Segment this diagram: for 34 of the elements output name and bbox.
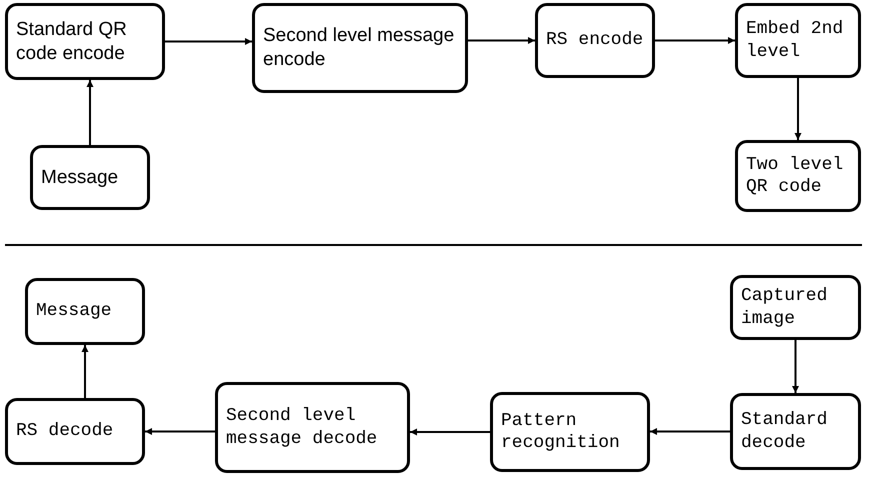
process-box: [735, 3, 861, 78]
arrow: [165, 38, 252, 45]
arrow: [468, 37, 535, 44]
process-box: [30, 145, 150, 210]
process-box: [535, 3, 655, 78]
process-box: [490, 392, 650, 472]
box-label: Standard QR code encode: [16, 18, 128, 66]
arrow: [145, 428, 215, 435]
process-box: [735, 140, 861, 212]
arrow: [82, 345, 88, 398]
arrow: [86, 80, 94, 145]
box-label: Second level message encode: [263, 24, 456, 72]
arrow: [655, 37, 735, 44]
process-box: [25, 278, 145, 345]
box-label: Message: [41, 166, 120, 190]
box-label: Two level QR code: [746, 154, 844, 198]
arrow: [650, 428, 730, 435]
box-label: Standard decode: [741, 409, 828, 454]
arrow: [792, 340, 799, 393]
box-label: RS encode: [546, 29, 644, 52]
box-label: Captured image: [741, 285, 828, 330]
process-box: [730, 275, 861, 340]
arrow: [410, 428, 490, 436]
box-label: RS decode: [16, 420, 114, 443]
box-label: Second level message decode: [226, 405, 378, 450]
arrow: [794, 78, 802, 140]
box-label: Pattern recognition: [501, 410, 621, 454]
process-box: [5, 3, 165, 80]
process-box: [215, 382, 410, 473]
box-label: Message: [36, 300, 113, 323]
process-box: [730, 393, 861, 470]
process-box: [252, 3, 468, 93]
process-box: [5, 398, 145, 465]
box-label: Embed 2nd level: [746, 18, 844, 63]
